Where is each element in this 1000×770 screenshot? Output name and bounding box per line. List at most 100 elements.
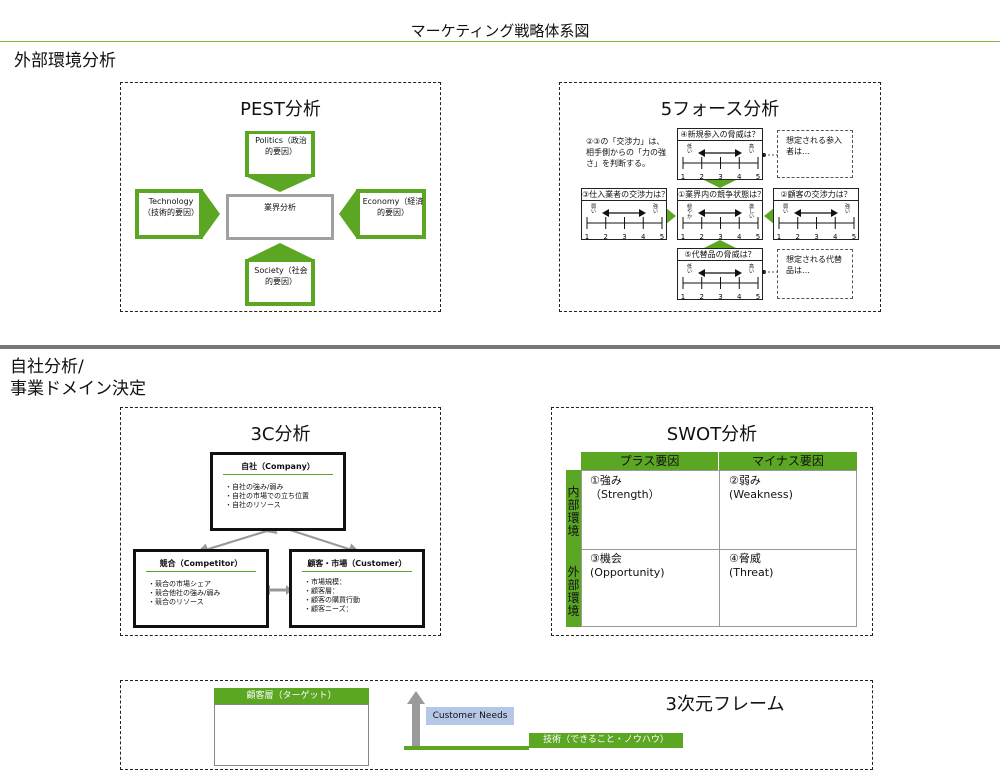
- company-line: ・自社の市場での立ち位置: [225, 492, 309, 500]
- swot-row-internal: 内部環境: [567, 485, 580, 538]
- ff-scale-number: 3: [622, 233, 626, 241]
- swot-threat-en: (Threat): [729, 566, 774, 579]
- competitor-line: ・競合のリソース: [148, 598, 204, 606]
- customer-box: 顧客・市場（Customer） ・市場規模： ・顧客層： ・顧客の購買行動 ・顧…: [289, 549, 425, 628]
- society-label: Society（社会的要因）: [254, 266, 308, 286]
- ff-scale-high: 強い: [653, 203, 658, 215]
- pest-title: PEST分析: [240, 99, 321, 120]
- swot-row-bar: [566, 470, 581, 627]
- swot-threat-label: ④脅威: [729, 552, 761, 565]
- title-rule: [0, 41, 1000, 42]
- company-line: ・自社のリソース: [225, 501, 281, 509]
- ff-scale-low: 低い: [687, 263, 692, 275]
- assumed-entrants-box: 想定される参入者は…: [777, 130, 853, 178]
- ff-scale-low: 弱い: [783, 204, 788, 215]
- economy-arrow: [339, 189, 426, 239]
- swot-col-plus: プラス要因: [581, 452, 718, 470]
- five-forces-title: 5フォース分析: [660, 99, 780, 120]
- ff-suppliers-label: ③仕入業者の交渉力は？: [582, 190, 670, 201]
- ff-scale-number: 5: [660, 233, 664, 241]
- politics-label: Politics（政治的要因）: [255, 136, 307, 156]
- three-c-title: 3C分析: [250, 424, 311, 445]
- ff-scale-number: 2: [700, 293, 704, 301]
- ff-scale-low: 低い: [687, 143, 692, 155]
- company-heading: 自社（Company）: [241, 462, 315, 471]
- customer-rule: [302, 571, 412, 572]
- ff-substitutes-label: ⑤代替品の脅威は？: [678, 249, 762, 261]
- ff-scale-number: 2: [604, 233, 608, 241]
- competitor-lines: ・競合の市場シェア ・競合他社の強み/弱み ・競合のリソース: [136, 580, 266, 607]
- swot-panel: SWOT分析: [551, 407, 873, 636]
- section-divider: [0, 345, 1000, 349]
- society-arrow: [245, 243, 315, 306]
- swot-weakness: ②弱み (Weakness): [729, 474, 793, 502]
- ff-scale-number: 3: [814, 233, 818, 241]
- industry-analysis-box: 業界分析: [226, 194, 334, 240]
- assumed-substitutes-label: 想定される代替品は…: [786, 255, 842, 275]
- ff-scale-number: 5: [756, 233, 760, 241]
- five-forces-note: ②③の「交渉力」は、相手側からの「力の強さ」を判断する。: [586, 137, 666, 168]
- ff-buyers-label: ②顧客の交渉力は？: [774, 189, 858, 201]
- technology-arrow: [135, 189, 220, 239]
- swot-weakness-label: ②弱み: [729, 474, 761, 487]
- ff-scale-low: 穏やか: [687, 203, 692, 220]
- company-line: ・自社の強み/弱み: [225, 483, 284, 491]
- tech-label: 技術（できること・ノウハウ）: [529, 733, 683, 748]
- swot-vline: [719, 471, 720, 626]
- assumed-substitutes-box: 想定される代替品は…: [777, 249, 853, 299]
- ff-scale-number: 4: [833, 233, 838, 241]
- ff-scale-number: 1: [585, 233, 589, 241]
- company-lines: ・自社の強み/弱み ・自社の市場での立ち位置 ・自社のリソース: [213, 483, 343, 510]
- customer-line: ・顧客層：: [304, 587, 339, 595]
- ff-scale-number: 3: [718, 293, 722, 301]
- target-header: 顧客層（ターゲット）: [214, 688, 369, 704]
- ff-scale-high: 激しい: [749, 203, 754, 220]
- ff-scale-number: 5: [756, 173, 760, 181]
- ff-scale-high: 高い: [749, 143, 754, 155]
- ff-scale-number: 2: [700, 233, 704, 241]
- ff-scale-number: 5: [756, 293, 760, 301]
- industry-analysis-label: 業界分析: [264, 203, 296, 212]
- ff-scale-number: 2: [796, 233, 800, 241]
- tech-axis-bar: [404, 746, 529, 750]
- competitor-heading: 競合（Competitor）: [159, 559, 243, 568]
- ff-scale-number: 3: [718, 173, 722, 181]
- ff-scale-high: 強い: [845, 203, 850, 215]
- swot-opportunity: ③機会 (Opportunity): [590, 552, 665, 580]
- economy-label: Economy（経済的要因）: [362, 197, 424, 217]
- customer-lines: ・市場規模： ・顧客層： ・顧客の購買行動 ・顧客ニーズ：: [292, 578, 422, 614]
- ff-scale-number: 4: [737, 233, 742, 241]
- ff-new-entrants-label: ④新規参入の脅威は？: [678, 129, 762, 141]
- swot-col-minus: マイナス要因: [719, 452, 857, 470]
- swot-threat: ④脅威 (Threat): [729, 552, 773, 580]
- company-rule: [223, 474, 333, 475]
- ff-scale-low: 弱い: [591, 204, 596, 215]
- ff-scale-number: 1: [681, 173, 685, 181]
- swot-grid: [581, 470, 857, 627]
- swot-hline: [582, 549, 856, 550]
- swot-strength-en: （Strength）: [590, 488, 660, 501]
- customer-heading: 顧客・市場（Customer）: [307, 559, 407, 568]
- customer-needs-label: Customer Needs: [426, 707, 514, 725]
- ff-scale-number: 3: [718, 233, 722, 241]
- five-forces-connectors: [666, 180, 774, 248]
- swot-row-external: 外部環境: [567, 565, 580, 618]
- ff-scale-number: 4: [737, 173, 742, 181]
- competitor-line: ・競合他社の強み/弱み: [148, 589, 221, 597]
- ff-rivalry-label: ①業界内の競争状態は？: [678, 190, 766, 201]
- ff-scale-high: 高い: [749, 263, 754, 275]
- technology-label: Technology（技術的要因）: [143, 197, 199, 217]
- ff-scale-number: 4: [737, 293, 742, 301]
- needs-axis-arrow: [407, 691, 425, 750]
- politics-arrow: [245, 131, 315, 192]
- page-title: マーケティング戦略体系図: [410, 22, 590, 40]
